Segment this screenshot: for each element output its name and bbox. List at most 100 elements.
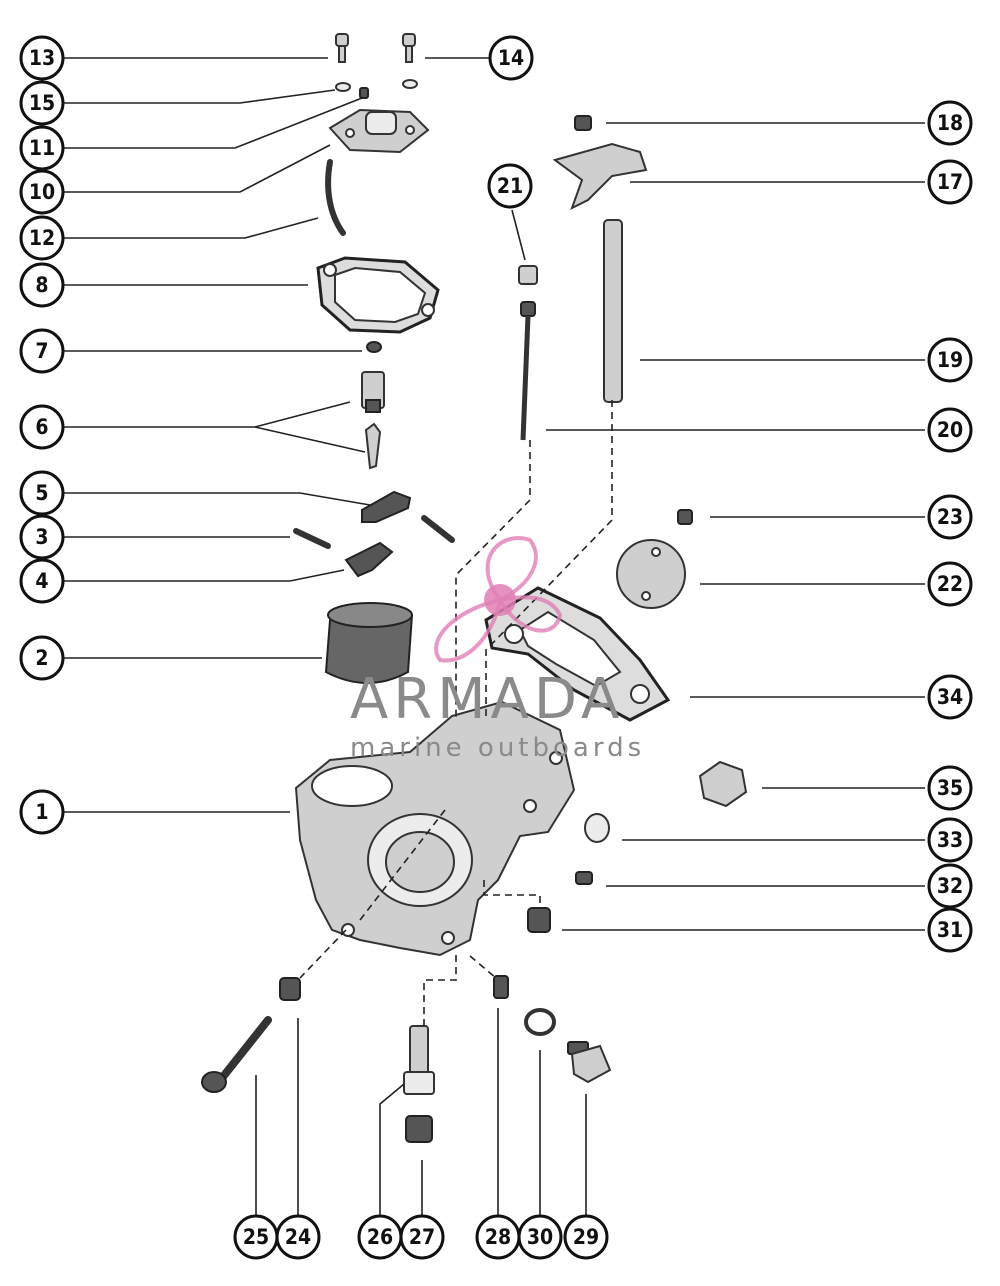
part-19-shaft <box>603 219 623 403</box>
part-23-screw <box>677 509 693 525</box>
callout-13: 13 <box>19 35 65 81</box>
svg-text:7: 7 <box>35 339 48 363</box>
callout-1: 1 <box>19 789 65 835</box>
callout-15: 15 <box>19 80 65 126</box>
part-12-tube <box>325 159 346 236</box>
svg-text:8: 8 <box>35 273 48 297</box>
part-30-gasket <box>524 1008 556 1036</box>
svg-text:6: 6 <box>35 415 48 439</box>
part-31-spring <box>527 907 551 933</box>
part-5-hinge <box>361 490 412 523</box>
callout-33: 33 <box>927 817 973 863</box>
svg-text:14: 14 <box>498 46 524 70</box>
svg-text:10: 10 <box>29 180 55 204</box>
svg-text:22: 22 <box>937 572 963 596</box>
armada-watermark: ARMADA marine outboards <box>350 536 645 763</box>
part-35-nut <box>698 760 748 808</box>
part-13-screw <box>335 33 349 63</box>
part-15-washer <box>335 82 351 92</box>
callout-14: 14 <box>488 35 534 81</box>
callout-2: 2 <box>19 635 65 681</box>
assembly-lines <box>299 400 613 1026</box>
part-25-adjust-screw <box>201 1016 272 1093</box>
part-7-seat <box>366 341 382 353</box>
part-2-float <box>324 602 414 684</box>
part-3-pin <box>293 528 331 549</box>
part-14-screw <box>402 33 416 63</box>
callout-20: 20 <box>927 407 973 453</box>
svg-text:15: 15 <box>29 91 55 115</box>
part-3b-pin <box>421 515 455 543</box>
part-4-lever <box>344 541 394 578</box>
svg-text:35: 35 <box>937 776 963 800</box>
callout-31: 31 <box>927 907 973 953</box>
svg-text:19: 19 <box>937 348 963 372</box>
callout-28: 28 <box>475 1214 521 1260</box>
callout-19: 19 <box>927 337 973 383</box>
part-32-screw <box>575 871 593 885</box>
part-8-gasket <box>316 256 440 334</box>
svg-text:21: 21 <box>497 174 523 198</box>
callout-26: 26 <box>357 1214 403 1260</box>
callout-11: 11 <box>19 125 65 171</box>
part-11-screw <box>359 87 369 99</box>
callout-12: 12 <box>19 215 65 261</box>
part-6-needle-seat <box>361 371 385 470</box>
part-1-carburetor-body <box>294 700 576 957</box>
callout-4: 4 <box>19 558 65 604</box>
callout-21: 21 <box>487 163 533 209</box>
parts-layer <box>201 33 748 1143</box>
watermark-brand: ARMADA <box>350 667 624 732</box>
part-26-jet <box>403 1025 435 1095</box>
watermark-tagline: marine outboards <box>350 733 645 763</box>
callouts: 13 15 11 10 12 8 7 6 5 3 4 2 1 14 18 17 … <box>19 35 973 1260</box>
part-22-plate <box>616 539 686 609</box>
svg-text:3: 3 <box>35 525 48 549</box>
svg-text:18: 18 <box>937 111 963 135</box>
part-15b-washer <box>402 79 418 89</box>
svg-text:29: 29 <box>573 1225 599 1249</box>
callout-29: 29 <box>563 1214 609 1260</box>
callout-22: 22 <box>927 561 973 607</box>
callout-10: 10 <box>19 169 65 215</box>
svg-text:32: 32 <box>937 874 963 898</box>
callout-24: 24 <box>275 1214 321 1260</box>
part-29-plug <box>567 1041 612 1084</box>
callout-25: 25 <box>233 1214 279 1260</box>
svg-text:24: 24 <box>285 1225 311 1249</box>
callout-3: 3 <box>19 514 65 560</box>
svg-text:28: 28 <box>485 1225 511 1249</box>
part-21-nut <box>518 265 538 285</box>
callout-18: 18 <box>927 100 973 146</box>
svg-text:34: 34 <box>937 685 963 709</box>
svg-text:20: 20 <box>937 418 963 442</box>
callout-23: 23 <box>927 494 973 540</box>
part-20-needle <box>520 301 536 441</box>
svg-text:13: 13 <box>29 46 55 70</box>
svg-text:11: 11 <box>29 136 55 160</box>
armada-propeller-logo <box>434 536 563 663</box>
leader-lines <box>64 57 925 1215</box>
svg-text:5: 5 <box>35 481 48 505</box>
callout-27: 27 <box>399 1214 445 1260</box>
callout-17: 17 <box>927 159 973 205</box>
svg-text:27: 27 <box>409 1225 435 1249</box>
svg-text:33: 33 <box>937 828 963 852</box>
part-27-jet <box>405 1115 433 1143</box>
callout-30: 30 <box>517 1214 563 1260</box>
part-17-lever <box>552 142 648 211</box>
svg-text:2: 2 <box>35 646 48 670</box>
part-10-cover <box>328 108 430 154</box>
svg-text:17: 17 <box>937 170 963 194</box>
callout-7: 7 <box>19 328 65 374</box>
svg-text:30: 30 <box>527 1225 553 1249</box>
svg-text:25: 25 <box>243 1225 269 1249</box>
svg-text:1: 1 <box>35 800 48 824</box>
callout-5: 5 <box>19 470 65 516</box>
callout-34: 34 <box>927 674 973 720</box>
svg-text:31: 31 <box>937 918 963 942</box>
callout-8: 8 <box>19 262 65 308</box>
svg-text:4: 4 <box>35 569 48 593</box>
callout-6: 6 <box>19 404 65 450</box>
